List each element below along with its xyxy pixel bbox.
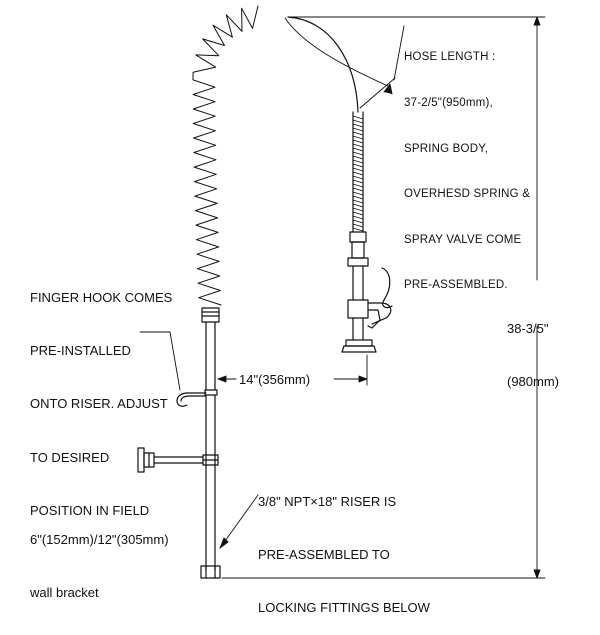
reach-dimension-line [217, 354, 368, 386]
note-line: 37-2/5"(950mm), [404, 97, 493, 110]
hose-length-note: HOSE LENGTH : 37-2/5"(950mm), SPRING BOD… [404, 20, 530, 309]
note-line: SPRING BODY, [404, 142, 488, 155]
wall-bracket [137, 447, 204, 473]
hose-and-spray-valve [287, 16, 393, 353]
riser-note: 3/8" NPT×18" RISER IS PRE-ASSEMBLED TO L… [258, 457, 430, 635]
note-line: wall bracket [30, 584, 99, 600]
height-dimension-line [221, 16, 546, 579]
hose-leader-lines [284, 17, 405, 109]
reach-dimension-label: 14"(356mm) [239, 372, 311, 387]
note-line: 3/8" NPT×18" RISER IS [258, 493, 397, 509]
note-line: 6"(152mm)/12"(305mm) [30, 531, 169, 547]
note-line: FINGER HOOK COMES [30, 289, 173, 305]
dimension-line: 38-3/5" [507, 320, 549, 336]
note-line: LOCKING FITTINGS BELOW [258, 600, 430, 616]
note-line: PRE-ASSEMBLED. [404, 279, 508, 292]
wall-bracket-note: 6"(152mm)/12"(305mm) wall bracket [30, 495, 169, 620]
height-dimension-label: 38-3/5" (980mm) [507, 284, 559, 409]
note-line: ONTO RISER. ADJUST [30, 396, 168, 412]
finger-hook-leader [139, 331, 181, 391]
riser-pipe [201, 307, 220, 571]
note-line: PRE-INSTALLED [30, 342, 131, 358]
note-line: OVERHESD SPRING & [404, 188, 531, 201]
dimension-line: (980mm) [507, 373, 560, 389]
note-line: PRE-ASSEMBLED TO [258, 546, 390, 562]
riser-leader [219, 494, 259, 549]
base-fitting [200, 565, 221, 579]
note-line: HOSE LENGTH : [404, 51, 496, 64]
note-line: SPRAY VALVE COME [404, 233, 522, 246]
spring-coil [192, 5, 259, 306]
finger-hook [176, 389, 218, 407]
finger-hook-note: FINGER HOOK COMES PRE-INSTALLED ONTO RIS… [30, 253, 172, 538]
note-line: TO DESIRED [30, 449, 110, 465]
note-line: POSITION IN FIELD [30, 503, 150, 519]
pre-rinse-faucet-drawing [137, 5, 546, 579]
